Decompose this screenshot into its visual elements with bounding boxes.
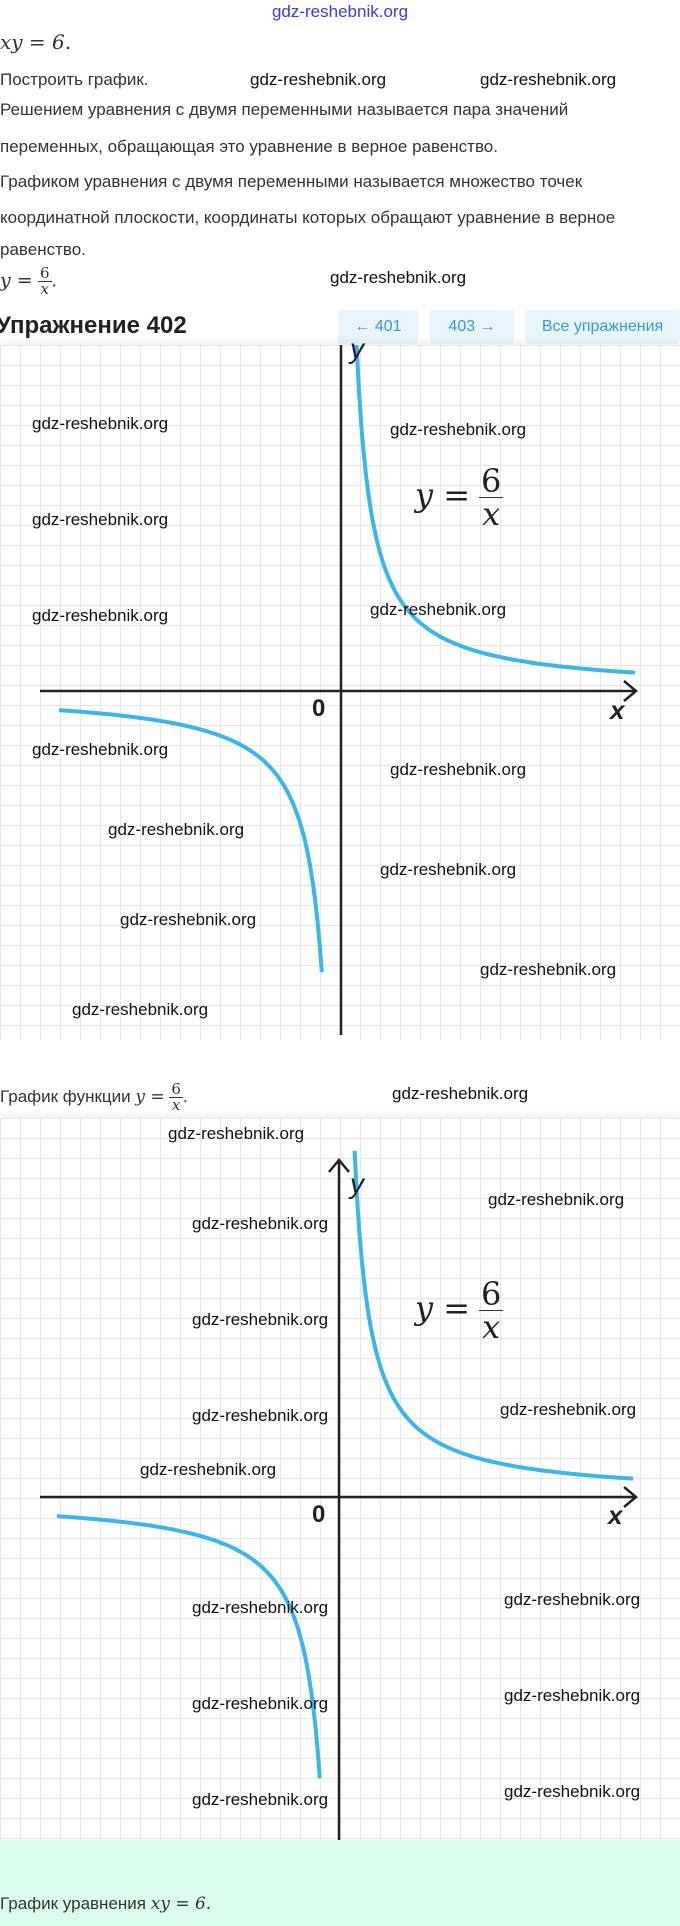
watermark: gdz-reshebnik.org bbox=[192, 1790, 329, 1809]
x-axis-arrow-icon bbox=[623, 680, 638, 702]
graph-formula-lhs: y = bbox=[415, 1288, 471, 1327]
answer-box bbox=[0, 1840, 680, 1926]
graph-1-svg bbox=[40, 345, 638, 1035]
y-axis-label: y bbox=[350, 1168, 364, 1199]
hyperbola-upper-branch bbox=[352, 1150, 634, 1481]
watermark: gdz-reshebnik.org bbox=[488, 1190, 625, 1209]
formula-end: . bbox=[51, 270, 57, 292]
page-title: Упражнение 402 bbox=[0, 312, 187, 339]
watermark: gdz-reshebnik.org bbox=[192, 1310, 329, 1329]
paragraph-line: координатной плоскости, координаты котор… bbox=[0, 208, 616, 227]
y-axis-arrow-icon bbox=[328, 1158, 350, 1173]
watermark: gdz-reshebnik.org bbox=[192, 1694, 329, 1713]
watermark: gdz-reshebnik.org bbox=[392, 1084, 529, 1103]
watermark: gdz-reshebnik.org bbox=[370, 600, 507, 619]
watermark: gdz-reshebnik.org bbox=[480, 960, 617, 979]
origin-label: 0 bbox=[312, 1501, 326, 1528]
watermark: gdz-reshebnik.org bbox=[192, 1406, 329, 1425]
x-axis-arrow-icon bbox=[623, 1486, 638, 1508]
hyperbola-lower-branch bbox=[58, 708, 324, 973]
equation-top: xy = 6. bbox=[0, 30, 72, 54]
graph-formula-den: x bbox=[482, 1308, 501, 1346]
watermark: gdz-reshebnik.org bbox=[504, 1686, 641, 1705]
caption-1-lhs: y = bbox=[135, 1086, 165, 1107]
paragraph-line: Графиком уравнения с двумя переменными н… bbox=[0, 172, 583, 191]
x-axis-label: x bbox=[610, 695, 625, 725]
graph-formula-num: 6 bbox=[478, 1275, 504, 1313]
watermark: gdz-reshebnik.org bbox=[72, 1000, 209, 1019]
watermark: gdz-reshebnik.org bbox=[504, 1590, 641, 1609]
graph-formula-den: x bbox=[482, 495, 501, 533]
y-axis-label: y bbox=[350, 333, 364, 364]
x-axis-label: x bbox=[608, 1500, 623, 1530]
all-exercises-button[interactable]: Все упражнения bbox=[525, 310, 680, 344]
watermark: gdz-reshebnik.org bbox=[32, 510, 169, 529]
site-header-link[interactable]: gdz-reshebnik.org bbox=[271, 2, 409, 21]
caption-1-end: . bbox=[182, 1086, 188, 1106]
watermark: gdz-reshebnik.org bbox=[108, 820, 245, 839]
caption-2-text: График уравнения bbox=[0, 1894, 146, 1913]
watermark: gdz-reshebnik.org bbox=[120, 910, 257, 929]
hyperbola-lower-branch bbox=[56, 1514, 322, 1779]
watermark: gdz-reshebnik.org bbox=[390, 420, 527, 439]
watermark: gdz-reshebnik.org bbox=[500, 1400, 637, 1419]
watermark: gdz-reshebnik.org bbox=[330, 268, 467, 287]
formula-den: x bbox=[40, 280, 49, 298]
origin-label: 0 bbox=[312, 695, 326, 722]
watermark: gdz-reshebnik.org bbox=[32, 740, 169, 759]
task-text: Построить график. bbox=[0, 70, 149, 89]
watermark: gdz-reshebnik.org bbox=[192, 1598, 329, 1617]
watermark: gdz-reshebnik.org bbox=[504, 1782, 641, 1801]
caption-1-text: График функции bbox=[0, 1086, 131, 1106]
paragraph-line: равенство. bbox=[0, 240, 86, 259]
watermark: gdz-reshebnik.org bbox=[390, 760, 527, 779]
watermark: gdz-reshebnik.org bbox=[250, 70, 387, 89]
formula-num: 6 bbox=[37, 264, 52, 282]
hyperbola-upper-branch bbox=[354, 345, 636, 675]
watermark: gdz-reshebnik.org bbox=[32, 606, 169, 625]
watermark: gdz-reshebnik.org bbox=[380, 860, 517, 879]
watermark: gdz-reshebnik.org bbox=[140, 1460, 277, 1479]
caption-2-math: xy = 6. bbox=[150, 1894, 212, 1914]
watermark: gdz-reshebnik.org bbox=[192, 1214, 329, 1233]
caption-2: График уравнения xy = 6. bbox=[0, 1894, 211, 1914]
watermark: gdz-reshebnik.org bbox=[168, 1124, 305, 1143]
caption-1-den: x bbox=[171, 1096, 181, 1114]
watermark: gdz-reshebnik.org bbox=[32, 414, 169, 433]
paragraph-line: Решением уравнения с двумя переменными н… bbox=[0, 100, 569, 119]
prev-exercise-button[interactable]: ← 401 bbox=[338, 310, 418, 344]
formula-lhs: y = bbox=[0, 269, 33, 292]
paragraph-line: переменных, обращающая это уравнение в в… bbox=[0, 137, 498, 156]
next-exercise-button[interactable]: 403 → bbox=[430, 310, 514, 344]
graph-2-svg bbox=[40, 1150, 638, 1840]
caption-1-num: 6 bbox=[169, 1080, 183, 1098]
watermark: gdz-reshebnik.org bbox=[480, 70, 617, 89]
graph-formula-lhs: y = bbox=[415, 475, 471, 514]
graph-formula-num: 6 bbox=[478, 462, 504, 500]
